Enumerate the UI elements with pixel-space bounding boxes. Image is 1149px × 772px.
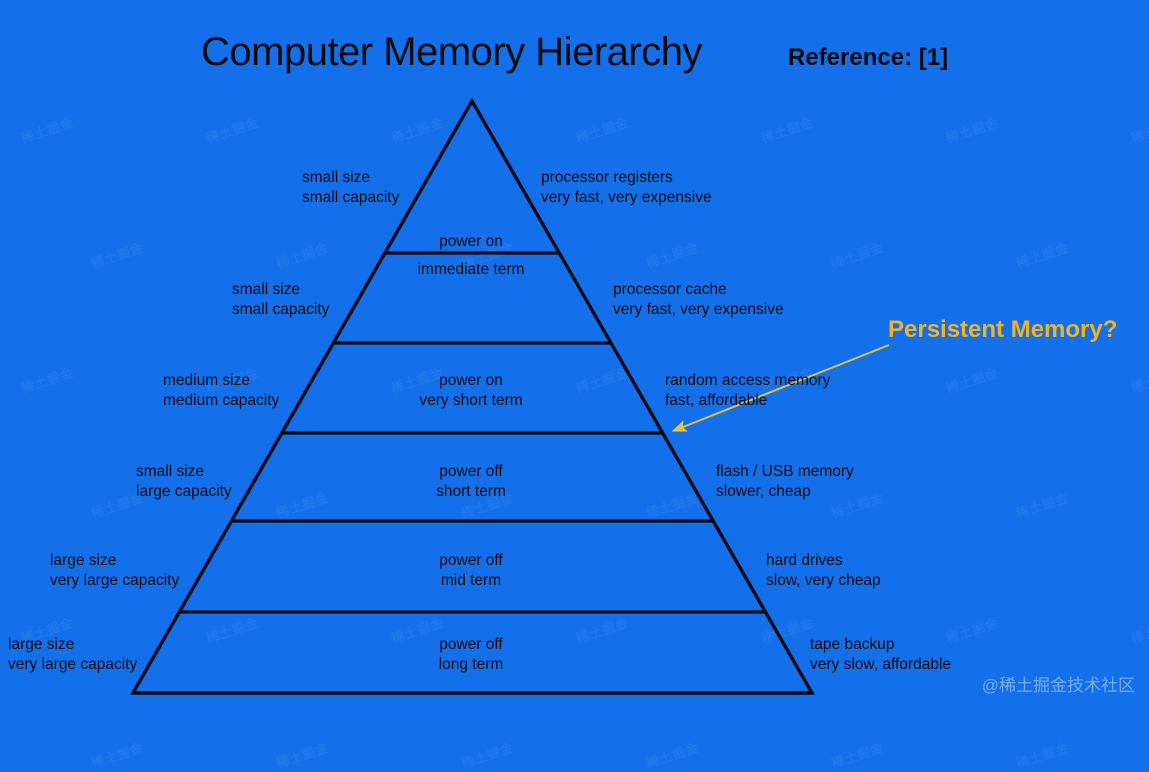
tier-6-right-line-1: tape backup xyxy=(810,636,895,653)
tier-2-center-line-1: immediate term xyxy=(417,261,525,278)
tier-3-center-line-2: very short term xyxy=(419,392,523,409)
reference-label: Reference: [1] xyxy=(788,44,949,71)
tier-3-center-label: power on very short term xyxy=(419,371,522,411)
tier-4-left-label: small size large capacity xyxy=(136,462,232,502)
tier-6-left-line-2: very large capacity xyxy=(8,656,138,673)
background-watermark: 稀土掘金 xyxy=(274,739,331,771)
tier-6-center-line-1: power off xyxy=(439,636,503,653)
tier-3-left-label: medium size medium capacity xyxy=(163,371,279,411)
tier-5-right-line-1: hard drives xyxy=(766,552,843,569)
tier-1-right-line-2: very fast, very expensive xyxy=(541,189,712,206)
tier-1-center-label: power on xyxy=(439,232,503,252)
tier-2-center-label: immediate term xyxy=(418,260,525,280)
tier-2-right-line-1: processor cache xyxy=(613,281,727,298)
diagram-canvas: 稀土掘金稀土掘金稀土掘金稀土掘金稀土掘金稀土掘金稀土掘金稀土掘金稀土掘金稀土掘金… xyxy=(8,30,1149,771)
tier-4-right-line-1: flash / USB memory xyxy=(716,463,854,480)
tier-5-center-line-2: mid term xyxy=(440,572,502,589)
page-title: Computer Memory Hierarchy xyxy=(201,30,702,74)
tier-2-left-line-1: small size xyxy=(232,281,301,298)
tier-6-left-line-1: large size xyxy=(8,636,75,653)
tier-1-left-line-2: small capacity xyxy=(302,189,400,206)
tier-5-right-line-2: slow, very cheap xyxy=(766,572,881,589)
tier-6-right-label: tape backup very slow, affordable xyxy=(810,635,951,675)
background-watermark: 稀土掘金 xyxy=(89,739,146,771)
tier-5-right-label: hard drives slow, very cheap xyxy=(766,551,881,591)
tier-1-center-line-1: power on xyxy=(439,233,503,250)
tier-3-left-line-1: medium size xyxy=(163,372,250,389)
tier-3-center-line-1: power on xyxy=(439,372,503,389)
pyramid-outline xyxy=(130,97,815,695)
background-watermark: 稀土掘金 xyxy=(644,739,701,771)
tier-4-center-line-1: power off xyxy=(439,463,503,480)
annotation-label: Persistent Memory? xyxy=(888,316,1118,343)
tier-6-center-line-2: long term xyxy=(438,656,504,673)
tier-3-left-line-2: medium capacity xyxy=(163,392,280,409)
annotation-arrow xyxy=(671,344,890,432)
tier-6-left-label: large size very large capacity xyxy=(8,635,137,675)
tier-3-right-line-2: fast, affordable xyxy=(665,392,768,409)
tier-4-left-line-2: large capacity xyxy=(136,483,232,500)
tier-2-left-line-2: small capacity xyxy=(232,301,330,318)
tier-4-center-line-2: short term xyxy=(436,483,506,500)
tier-4-right-label: flash / USB memory slower, cheap xyxy=(716,462,854,502)
tier-1-left-line-1: small size xyxy=(302,169,371,186)
tier-5-left-label: large size very large capacity xyxy=(50,551,179,591)
tier-5-left-line-1: large size xyxy=(50,552,117,569)
memory-pyramid xyxy=(130,97,890,695)
tier-2-right-line-2: very fast, very expensive xyxy=(613,301,784,318)
background-watermark: 稀土掘金 xyxy=(829,739,886,771)
tier-2-left-label: small size small capacity xyxy=(232,280,329,320)
tier-2-right-label: processor cache very fast, very expensive xyxy=(613,280,784,320)
background-watermark: 稀土掘金 xyxy=(459,739,516,771)
tier-4-center-label: power off short term xyxy=(436,462,506,502)
tier-1-right-label: processor registers very fast, very expen… xyxy=(541,168,712,208)
tier-1-left-label: small size small capacity xyxy=(302,168,399,208)
tier-5-center-line-1: power off xyxy=(439,552,503,569)
pyramid-tier-dividers xyxy=(179,251,766,614)
tier-1-right-line-1: processor registers xyxy=(541,169,673,186)
tier-4-left-line-1: small size xyxy=(136,463,205,480)
tier-6-center-label: power off long term xyxy=(439,635,504,675)
tier-3-right-line-1: random access memory xyxy=(665,372,831,389)
background-watermark: 稀土掘金 xyxy=(1014,739,1071,771)
tier-6-right-line-2: very slow, affordable xyxy=(810,656,952,673)
tier-5-center-label: power off mid term xyxy=(439,551,502,591)
tier-4-right-line-2: slower, cheap xyxy=(716,483,811,500)
tier-3-right-label: random access memory fast, affordable xyxy=(665,371,830,411)
corner-watermark: @稀土掘金技术社区 xyxy=(981,676,1135,695)
tier-5-left-line-2: very large capacity xyxy=(50,572,180,589)
